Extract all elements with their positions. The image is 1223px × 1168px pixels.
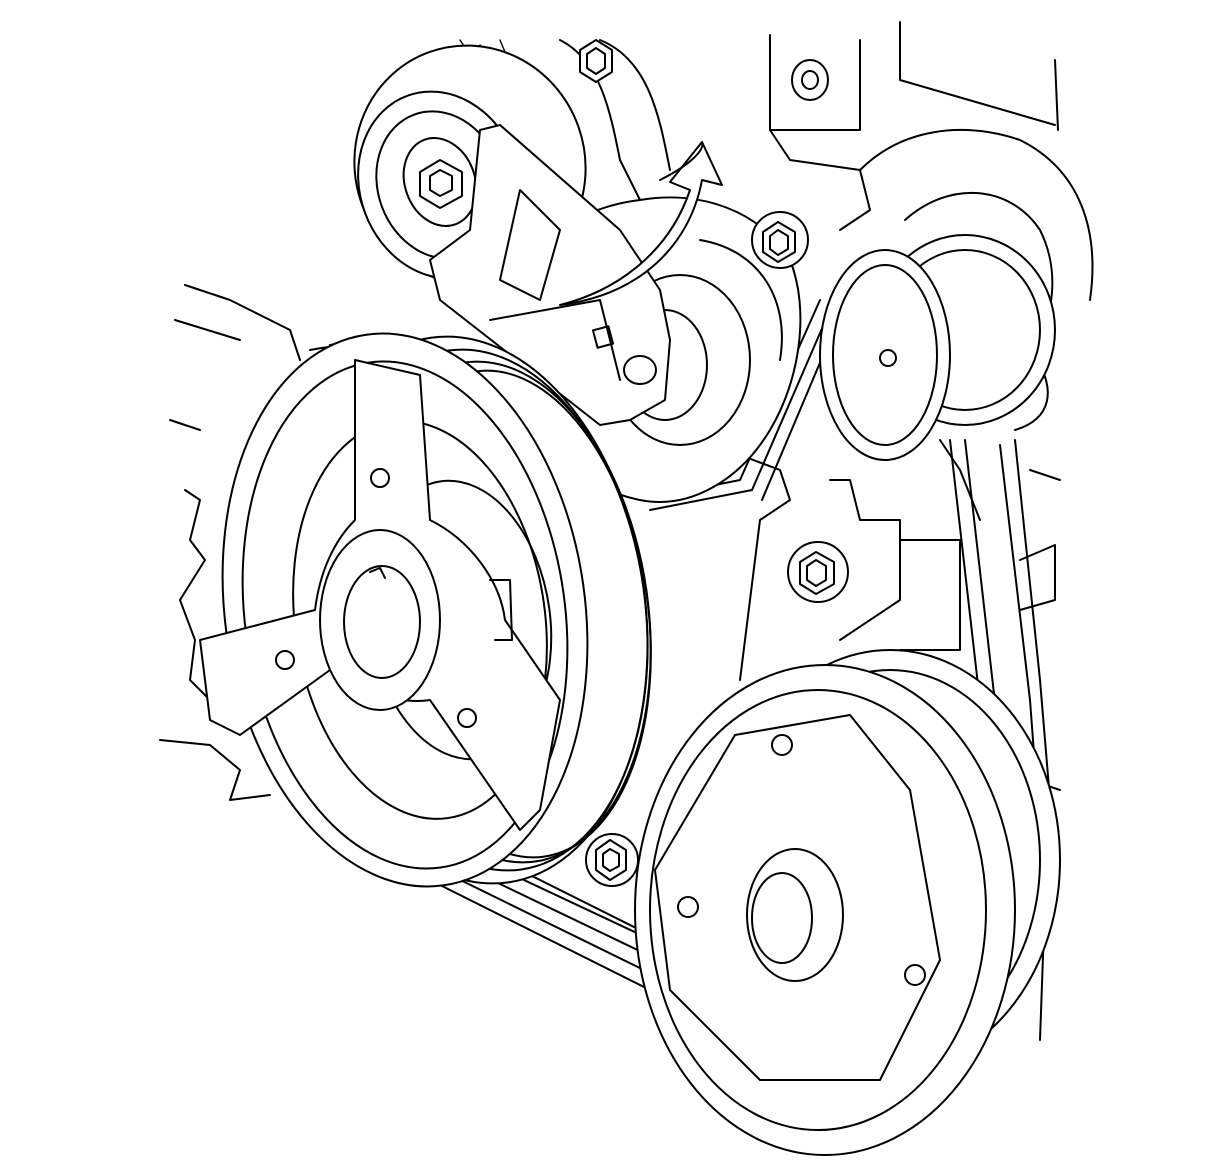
crankshaft-balancer-pulley xyxy=(199,332,652,888)
engine-housing-lines xyxy=(159,21,1061,801)
bracket-bolt xyxy=(787,541,849,603)
water-pump-pulley xyxy=(634,649,1061,1156)
rotation-arrow-icon xyxy=(559,141,723,306)
lower-bolt xyxy=(585,833,639,887)
tensioner-bolt xyxy=(751,211,809,269)
idler-pulley xyxy=(819,234,1056,461)
mounting-bolt xyxy=(579,39,829,101)
tensioner-arm xyxy=(429,124,671,426)
